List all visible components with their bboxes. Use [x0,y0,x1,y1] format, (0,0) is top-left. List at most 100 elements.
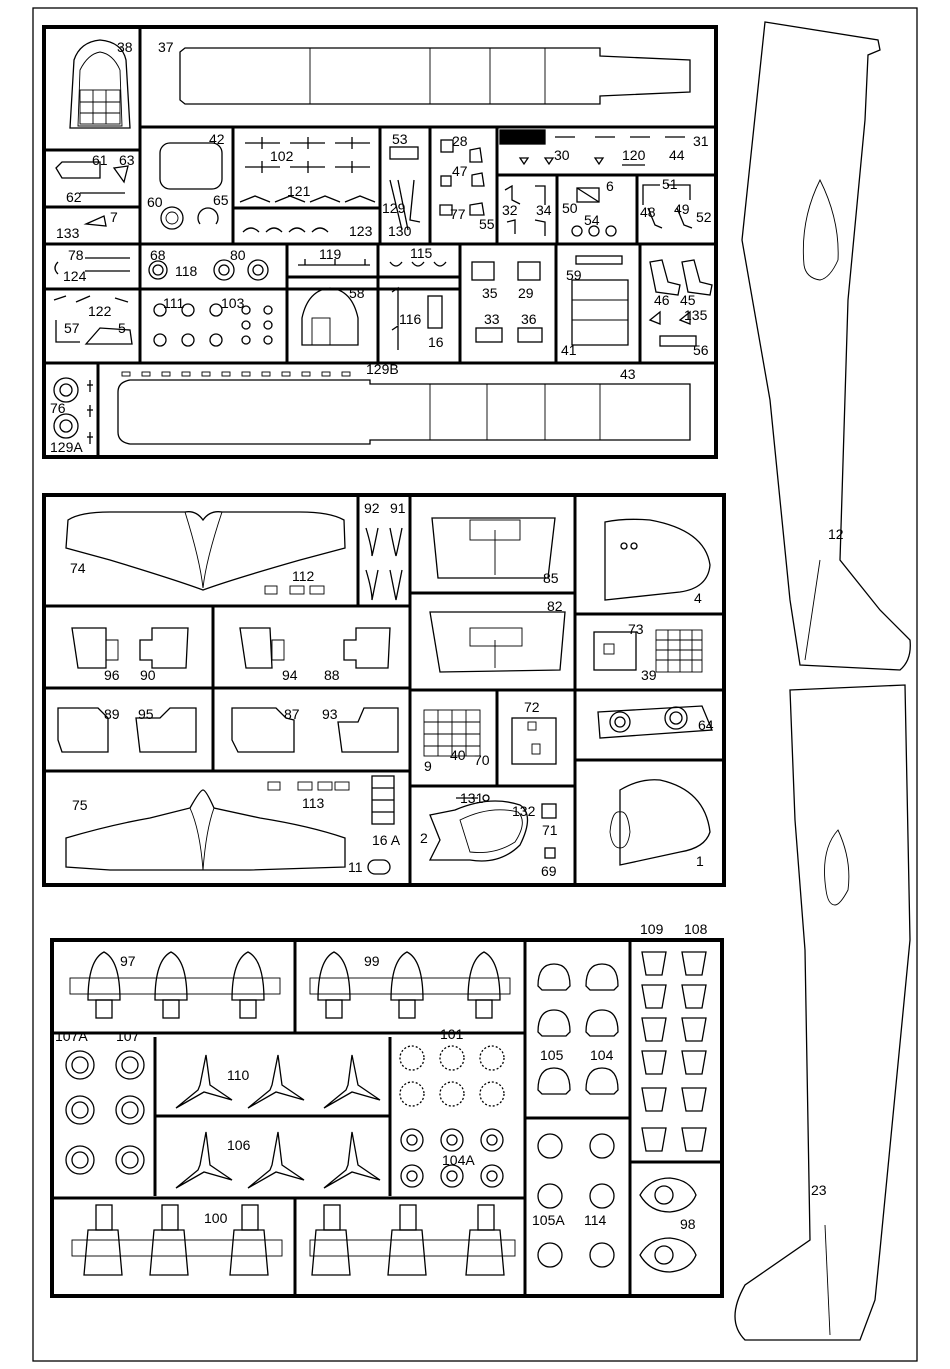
part-label: 112 [292,568,315,584]
part-label: 60 [147,194,163,210]
part-label: 135 [684,307,708,323]
part-label: 69 [541,863,557,879]
part-label: 61 [92,152,108,168]
part-label: 108 [684,921,708,937]
part-label: 131 [460,790,484,806]
part-spinners-97 [69,951,281,1019]
part-rods-61 [55,161,129,227]
part-label: 72 [524,699,540,715]
part-label: 93 [322,706,338,722]
part-label: 107 [116,1028,140,1044]
part-label: 130 [388,223,412,239]
part-panels-35 [471,261,543,343]
part-label: 68 [150,247,166,263]
part-label: 6 [606,178,614,194]
part-label: 11 [348,859,363,875]
part-cockpit-hatch [159,142,223,230]
part-label: 129B [366,361,399,377]
part-label: 103 [221,295,245,311]
part-label: 80 [230,247,246,263]
part-pitot-78 [54,257,130,275]
part-number-labels: 38 37 61 63 62 133 7 42 60 65 102 121 12… [50,39,844,1232]
part-tabs-112 [264,585,350,791]
part-label: 70 [474,752,490,768]
part-rings-107 [65,1050,145,1175]
part-label: 48 [640,204,656,220]
part-cockpit-frame [69,39,131,129]
part-label: 4 [694,590,702,606]
part-label: 89 [104,706,120,722]
part-wheels-68 [148,259,269,281]
part-label: 87 [284,706,300,722]
part-label: 105A [532,1212,565,1228]
part-label: 53 [392,131,408,147]
part-label: 97 [120,953,136,969]
part-label: 30 [554,147,570,163]
part-cowling-1 [609,779,711,866]
part-label: 31 [693,133,709,149]
sprue-frame-3 [50,938,724,1298]
part-label: 45 [680,292,696,308]
part-gear-98 [71,1204,283,1276]
part-label: 95 [138,706,154,722]
part-propellers-110 [175,1054,381,1189]
part-struts-102 [245,137,370,173]
part-label: 133 [56,225,80,241]
part-label: 96 [104,667,120,683]
part-label: 74 [70,560,86,576]
part-label: 37 [158,39,174,55]
part-label: 51 [662,176,678,192]
part-label: 107A [55,1028,88,1044]
part-label: 29 [518,285,534,301]
part-label: 82 [547,598,563,614]
part-rivets-111 [153,303,273,347]
part-label: 73 [628,621,644,637]
part-clips-115 [389,261,447,267]
part-label: 114 [584,1212,607,1228]
sprue-frame-2 [42,493,726,887]
sprue-frame-1 [42,25,718,459]
part-label: 50 [562,200,578,216]
part-label: 104 [590,1047,614,1063]
part-label: 120 [622,147,646,163]
part-grid-40 [423,709,481,757]
part-label: 64 [698,717,714,733]
part-gear-100 [309,1204,516,1276]
part-label: 58 [349,285,365,301]
part-label: 2 [420,830,428,846]
part-label: 119 [319,246,342,262]
part-label: 129A [50,439,83,455]
part-label: 85 [543,570,559,586]
part-label: 105 [540,1047,564,1063]
part-label: 104A [442,1152,475,1168]
part-bay-85 [431,517,556,579]
part-flaps-109 [641,951,707,1152]
part-bulkhead-58 [301,287,359,346]
part-label: 49 [674,201,690,217]
part-bay-82 [429,611,566,673]
part-label: 43 [620,366,636,382]
part-label: 124 [63,268,87,284]
part-plate-64 [597,705,713,739]
part-wheels-76 [53,377,93,444]
part-label: 16 [428,334,444,350]
part-label: 115 [410,245,433,261]
part-fuselage-side-23 [734,684,911,1341]
part-label: 123 [349,223,373,239]
part-label: 55 [479,216,495,232]
part-label: 94 [282,667,298,683]
part-label: 42 [209,131,225,147]
part-label: 7 [110,209,118,225]
part-gun-30 [499,129,685,166]
part-label: 5 [118,320,126,336]
part-label: 111 [163,295,184,311]
part-panels-89 [57,707,399,753]
part-label: 122 [88,303,112,319]
part-label: 44 [669,147,685,163]
part-fuselage-floor-37 [179,47,691,105]
part-label: 132 [512,803,536,819]
part-label: 75 [72,797,88,813]
part-label: 52 [696,209,712,225]
part-label: 77 [450,206,466,222]
